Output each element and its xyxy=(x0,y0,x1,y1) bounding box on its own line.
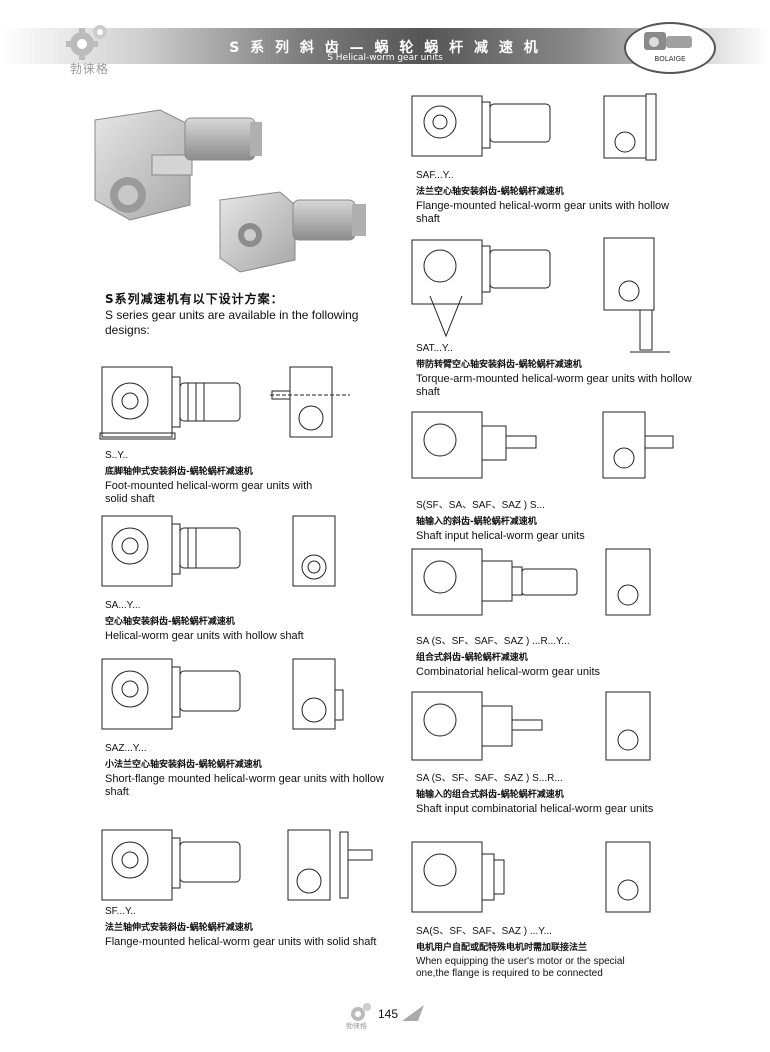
design-description-en: Foot-mounted helical-worm gear units wit… xyxy=(105,480,313,505)
design-description-en: Shaft input helical-worm gear units xyxy=(416,530,585,542)
design-code: S(SF、SA、SAF、SAZ ) S... xyxy=(416,500,545,511)
design-description-cn: 法兰空心轴安装斜齿-蜗轮蜗杆减速机 xyxy=(416,187,564,197)
footer-gear-icon xyxy=(351,1003,371,1021)
design-code: SA...Y... xyxy=(105,600,141,611)
design-block-sa-flange: SA(S、SF、SAF、SAZ ) ...Y... 电机用户自配或配特殊电机时需… xyxy=(416,922,716,980)
drawing-s-s-side xyxy=(411,411,537,479)
gearbox-thumbnail-icon xyxy=(644,32,692,50)
drawing-saf-y-side xyxy=(411,95,551,157)
drawing-saz-y-side xyxy=(101,658,241,730)
product-photo xyxy=(94,109,366,273)
company-logo-text: 勃徕格 xyxy=(70,62,110,76)
drawing-sa-flange-front xyxy=(605,841,651,913)
intro-heading-cn: S系列减速机有以下设计方案： xyxy=(105,292,284,306)
design-description-en: Shaft input combinatorial helical-worm g… xyxy=(416,803,654,815)
drawing-sat-y-side xyxy=(411,239,551,338)
design-description-cn: 带防转臂空心轴安装斜齿-蜗轮蜗杆减速机 xyxy=(416,360,582,370)
page-subtitle: S Helical-worm gear units xyxy=(327,53,443,63)
design-description-cn: 组合式斜齿-蜗轮蜗杆减速机 xyxy=(416,653,528,663)
drawing-s-s-front xyxy=(602,411,674,479)
design-block-sa-y: SA...Y... 空心轴安装斜齿-蜗轮蜗杆减速机 Helical-worm g… xyxy=(105,600,405,643)
page-number: 145 xyxy=(378,1007,399,1021)
design-code: SAF...Y.. xyxy=(416,170,454,181)
design-description-cn: 电机用户自配或配特殊电机时需加联接法兰 xyxy=(416,943,588,953)
design-description-en: Short-flange mounted helical-worm gear u… xyxy=(105,773,384,798)
design-code: SAZ...Y... xyxy=(105,743,147,754)
design-description-cn: 底脚轴伸式安装斜齿-蜗轮蜗杆减速机 xyxy=(105,467,253,477)
drawing-s-y-side xyxy=(99,366,241,440)
design-description-cn: 法兰轴伸式安装斜齿-蜗轮蜗杆减速机 xyxy=(105,923,253,933)
drawing-sf-y-side xyxy=(101,829,241,901)
design-block-s-y: S..Y.. 底脚轴伸式安装斜齿-蜗轮蜗杆减速机 Foot-mounted he… xyxy=(105,450,405,506)
design-code: SA (S、SF、SAF、SAZ ) S...R... xyxy=(416,773,563,784)
brand-badge-text: BOLAIGE xyxy=(654,55,686,63)
design-block-sat-y: SAT...Y.. 带防转臂空心轴安装斜齿-蜗轮蜗杆减速机 Torque-arm… xyxy=(416,343,716,399)
design-block-s-s: S(SF、SA、SAF、SAZ ) S... 轴输入的斜齿-蜗轮蜗杆减速机 Sh… xyxy=(416,496,716,543)
design-description-en: When equipping the user's motor or the s… xyxy=(416,956,625,979)
page-title: S 系 列 斜 齿 — 蜗 轮 蜗 杆 减 速 机 xyxy=(229,40,541,56)
design-block-saz-y: SAZ...Y... 小法兰空心轴安装斜齿-蜗轮蜗杆减速机 Short-flan… xyxy=(105,743,405,799)
drawing-sa-y-side xyxy=(101,515,241,587)
design-description-en: Combinatorial helical-worm gear units xyxy=(416,666,601,678)
drawing-s-y-front xyxy=(270,366,350,438)
design-description-en: Flange-mounted helical-worm gear units w… xyxy=(416,200,670,225)
drawing-saz-y-front xyxy=(292,658,344,730)
drawing-sa-r-y-side xyxy=(411,548,578,616)
design-block-sa-r-y: SA (S、SF、SAF、SAZ ) ...R...Y... 组合式斜齿-蜗轮蜗… xyxy=(416,632,716,679)
design-code: SAT...Y.. xyxy=(416,343,453,354)
intro-heading-en: S series gear units are available in the… xyxy=(105,308,359,337)
gear-logo-icon xyxy=(66,25,107,60)
design-description-en: Flange-mounted helical-worm gear units w… xyxy=(105,936,377,948)
drawing-sa-s-r-front xyxy=(605,691,651,761)
design-description-cn: 轴输入的组合式斜齿-蜗轮蜗杆减速机 xyxy=(416,790,564,800)
drawing-sa-y-front xyxy=(292,515,336,587)
drawing-sat-y-front xyxy=(603,237,670,353)
design-code: SF...Y.. xyxy=(105,906,136,917)
design-code: SA(S、SF、SAF、SAZ ) ...Y... xyxy=(416,926,552,937)
design-block-sf-y: SF...Y.. 法兰轴伸式安装斜齿-蜗轮蜗杆减速机 Flange-mounte… xyxy=(105,906,405,949)
drawing-saf-y-front xyxy=(603,93,657,161)
footer-triangle-icon xyxy=(402,1005,424,1021)
drawing-sf-y-front xyxy=(287,829,373,901)
footer-logo-text: 勃徕格 xyxy=(346,1022,367,1030)
design-code: S..Y.. xyxy=(105,450,129,461)
design-code: SA (S、SF、SAF、SAZ ) ...R...Y... xyxy=(416,636,570,647)
drawing-sa-flange-side xyxy=(411,841,505,913)
design-description-cn: 小法兰空心轴安装斜齿-蜗轮蜗杆减速机 xyxy=(105,760,262,770)
design-description-cn: 空心轴安装斜齿-蜗轮蜗杆减速机 xyxy=(105,617,235,627)
drawing-sa-r-y-front xyxy=(605,548,651,616)
design-description-en: Helical-worm gear units with hollow shaf… xyxy=(105,630,304,642)
drawing-sa-s-r-side xyxy=(411,691,543,761)
design-description-en: Torque-arm-mounted helical-worm gear uni… xyxy=(416,373,692,398)
design-block-saf-y: SAF...Y.. 法兰空心轴安装斜齿-蜗轮蜗杆减速机 Flange-mount… xyxy=(416,170,716,226)
design-description-cn: 轴输入的斜齿-蜗轮蜗杆减速机 xyxy=(416,517,537,527)
design-block-sa-s-r: SA (S、SF、SAF、SAZ ) S...R... 轴输入的组合式斜齿-蜗轮… xyxy=(416,769,716,816)
